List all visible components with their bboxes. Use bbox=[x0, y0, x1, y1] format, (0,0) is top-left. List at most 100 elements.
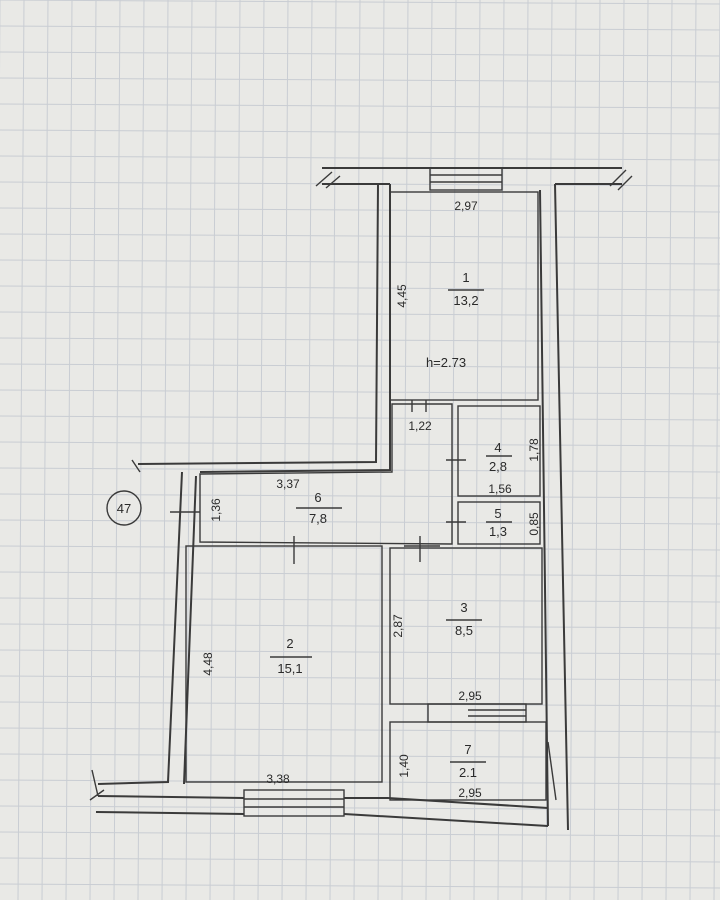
room-4-area: 2,8 bbox=[489, 459, 507, 474]
grid-line bbox=[281, 0, 289, 900]
room-2-outline bbox=[185, 545, 383, 783]
dim-room6-length: 3,37 bbox=[276, 477, 300, 491]
grid-line bbox=[0, 831, 720, 837]
grid-line bbox=[185, 0, 193, 900]
grid-line bbox=[377, 0, 385, 900]
grid-line bbox=[0, 51, 720, 57]
grid-line bbox=[65, 0, 73, 900]
dim-room3-length: 2,87 bbox=[391, 614, 405, 638]
grid-line bbox=[0, 597, 720, 603]
grid-line bbox=[305, 0, 313, 900]
apartment-number-circle bbox=[106, 490, 142, 526]
grid-line bbox=[209, 0, 217, 900]
dim-room1-width: 2,97 bbox=[454, 199, 478, 213]
grid-line bbox=[0, 337, 720, 343]
grid-line bbox=[0, 545, 720, 551]
fraction-bars bbox=[270, 289, 512, 763]
grid-line bbox=[89, 0, 97, 900]
grid-line bbox=[0, 883, 720, 889]
dim-room2-length: 4,48 bbox=[201, 652, 215, 676]
room-6-area: 7,8 bbox=[309, 511, 327, 526]
grid-line bbox=[425, 0, 433, 900]
room-3-number: 3 bbox=[460, 600, 467, 615]
grid-line bbox=[0, 233, 720, 239]
room-2-area: 15,1 bbox=[277, 661, 302, 676]
grid-line bbox=[521, 0, 529, 900]
grid-line bbox=[113, 0, 121, 900]
grid-line bbox=[473, 0, 481, 900]
grid-line bbox=[0, 25, 720, 31]
grid-line bbox=[0, 77, 720, 83]
room-7-area: 2.1 bbox=[459, 765, 477, 780]
room-5-outline bbox=[457, 501, 541, 545]
grid-line bbox=[17, 0, 25, 900]
grid-line bbox=[617, 0, 625, 900]
dim-room3-width: 2,95 bbox=[458, 689, 482, 703]
room-1-area: 13,2 bbox=[453, 293, 478, 308]
grid-line bbox=[0, 571, 720, 577]
grid-line bbox=[0, 415, 720, 421]
dim-room7-length: 1,40 bbox=[397, 754, 411, 778]
grid-line bbox=[161, 0, 169, 900]
room-5-area: 1,3 bbox=[489, 524, 507, 539]
room-6-outline bbox=[199, 403, 453, 545]
grid-line bbox=[0, 519, 720, 525]
room-6-number: 6 bbox=[314, 490, 321, 505]
grid-line bbox=[41, 0, 49, 900]
room-3-area: 8,5 bbox=[455, 623, 473, 638]
grid-line bbox=[233, 0, 241, 900]
grid-line bbox=[713, 0, 720, 900]
room-1-number: 1 bbox=[462, 270, 469, 285]
room-1-outline bbox=[389, 191, 539, 401]
grid-line bbox=[0, 129, 720, 135]
grid-line bbox=[0, 363, 720, 369]
grid-line bbox=[0, 207, 720, 213]
dim-room7-width: 2,95 bbox=[458, 786, 482, 800]
grid-line bbox=[137, 0, 145, 900]
grid-line bbox=[0, 805, 720, 811]
grid-line bbox=[497, 0, 505, 900]
room-4-outline bbox=[457, 405, 541, 497]
dim-room4-length: 1,78 bbox=[527, 438, 541, 462]
grid-line bbox=[0, 649, 720, 655]
grid-line bbox=[593, 0, 601, 900]
grid-line bbox=[0, 259, 720, 265]
room-4-number: 4 bbox=[494, 440, 501, 455]
grid-line bbox=[0, 675, 720, 681]
grid-line bbox=[449, 0, 457, 900]
room-2-number: 2 bbox=[286, 636, 293, 651]
grid-line bbox=[0, 0, 720, 5]
grid-line bbox=[689, 0, 697, 900]
grid-line bbox=[353, 0, 361, 900]
grid-line bbox=[0, 389, 720, 395]
grid-line bbox=[257, 0, 265, 900]
grid-line bbox=[401, 0, 409, 900]
grid-line bbox=[0, 623, 720, 629]
grid-line bbox=[665, 0, 673, 900]
grid-line bbox=[0, 493, 720, 499]
dim-door-width: 1,22 bbox=[408, 419, 432, 433]
grid-line bbox=[0, 857, 720, 863]
dim-room2-width: 3,38 bbox=[266, 772, 290, 786]
grid-line bbox=[0, 753, 720, 759]
room-5-number: 5 bbox=[494, 506, 501, 521]
dim-room5-length: 0,85 bbox=[527, 512, 541, 536]
grid-line bbox=[641, 0, 649, 900]
grid-line bbox=[0, 727, 720, 733]
grid-line bbox=[0, 441, 720, 447]
room-7-number: 7 bbox=[464, 742, 471, 757]
apartment-number: 47 bbox=[117, 501, 131, 516]
dim-room1-length: 4,45 bbox=[395, 284, 409, 308]
grid-line bbox=[329, 0, 337, 900]
grid-line bbox=[0, 103, 720, 109]
ceiling-height: h=2.73 bbox=[426, 355, 466, 370]
grid-line bbox=[0, 701, 720, 707]
door-marks bbox=[170, 400, 557, 801]
grid-line bbox=[0, 285, 720, 291]
grid-line bbox=[0, 155, 720, 161]
grid-line bbox=[0, 311, 720, 317]
dim-room4-width: 1,56 bbox=[488, 482, 512, 496]
grid-line bbox=[569, 0, 577, 900]
